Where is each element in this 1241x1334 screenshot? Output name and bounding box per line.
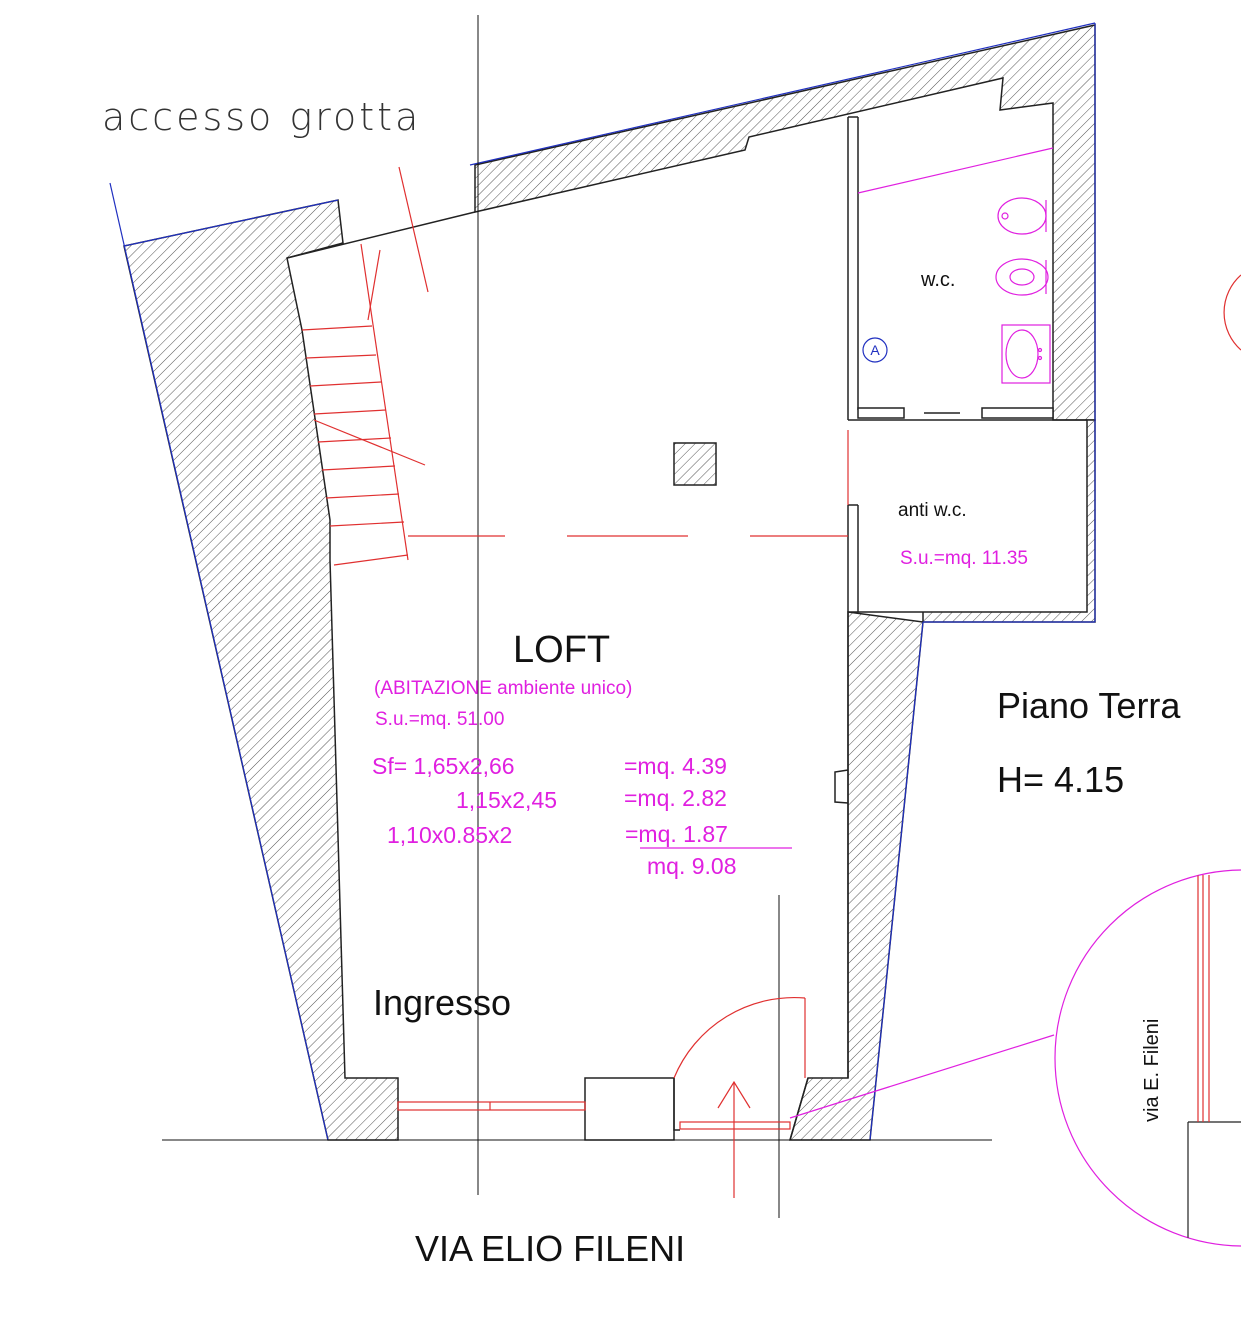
section-lines xyxy=(162,15,992,1218)
toilet-icon xyxy=(995,258,1049,296)
height-label: H= 4.15 xyxy=(997,759,1124,800)
cave-access-label: accesso grotta xyxy=(102,95,421,139)
interior-walls xyxy=(286,116,1087,1141)
sf-row-1-area: =mq. 4.39 xyxy=(624,753,727,779)
svg-text:via E. Fileni: via E. Fileni xyxy=(1141,1019,1163,1122)
sf-row-2-area: =mq. 2.82 xyxy=(624,785,727,811)
exterior-walls xyxy=(123,24,1096,1141)
column xyxy=(673,442,717,486)
windows xyxy=(397,1101,791,1130)
sf-row-1-dims: Sf= 1,65x2,66 xyxy=(372,753,515,779)
sf-total: mq. 9.08 xyxy=(647,853,737,879)
sf-row-3-dims: 1,10x0.85x2 xyxy=(387,822,512,848)
partial-circle xyxy=(1223,274,1241,351)
wc-label: w.c. xyxy=(920,269,955,291)
street-label: VIA ELIO FILENI xyxy=(415,1228,685,1269)
floor-label: Piano Terra xyxy=(997,685,1181,726)
door-swing xyxy=(673,996,806,1079)
mezzanine-line xyxy=(408,430,849,537)
wc-section-line xyxy=(857,147,1054,194)
detail-callout: via E. Fileni xyxy=(789,869,1241,1247)
loft-subtitle: (ABITAZIONE ambiente unico) xyxy=(374,678,632,699)
sf-row-3-area: =mq. 1.87 xyxy=(625,821,728,847)
loft-area: S.u.=mq. 51.00 xyxy=(375,709,504,730)
ante-wc-label: anti w.c. xyxy=(898,500,967,521)
ante-wc-area: S.u.=mq. 11.35 xyxy=(900,548,1028,569)
sink-icon xyxy=(1001,324,1051,384)
svg-text:A: A xyxy=(870,342,880,358)
loft-title: LOFT xyxy=(513,629,610,671)
section-marker-icon: A xyxy=(862,337,888,363)
entrance-arrow-icon xyxy=(717,1080,751,1198)
staircase xyxy=(301,243,426,566)
outer-boundary xyxy=(109,22,1096,1141)
bidet-icon xyxy=(997,197,1047,235)
sf-row-2-dims: 1,15x2,45 xyxy=(456,787,557,813)
cave-access-opening xyxy=(398,166,429,293)
entrance-label: Ingresso xyxy=(373,982,511,1023)
